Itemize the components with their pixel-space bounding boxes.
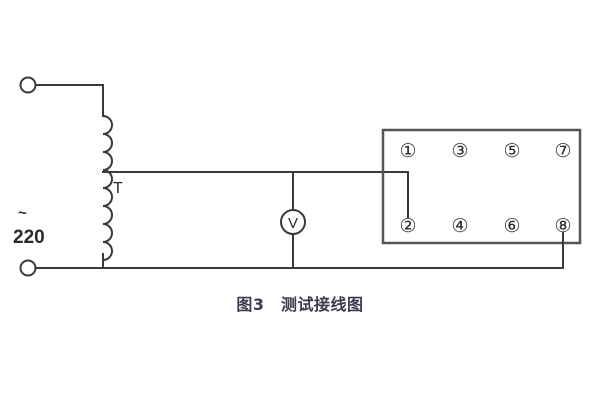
terminal-5[interactable]: ⑤ [503,140,520,162]
supply-top-terminal-node [19,76,37,94]
figure-caption: 图3 测试接线图 [236,295,364,314]
supply-voltage-label: 220 [13,227,45,248]
transformer-winding-coil [102,115,113,261]
supply-bottom-terminal-node [19,259,37,277]
supply-top-lead-wire [34,84,104,117]
terminal-7[interactable]: ⑦ [554,140,571,162]
voltmeter-label: V [288,215,298,232]
terminal-3[interactable]: ③ [451,140,468,162]
terminal-6[interactable]: ⑥ [503,215,520,237]
voltmeter-body [280,209,306,235]
terminal-block-outline [381,128,582,245]
terminal-8[interactable]: ⑧ [554,215,571,237]
terminal-4[interactable]: ④ [451,215,468,237]
terminal-1[interactable]: ① [399,140,416,162]
ac-symbol-label: ~ [18,205,27,222]
transformer-label: T [113,180,123,197]
terminal-2[interactable]: ② [399,215,416,237]
